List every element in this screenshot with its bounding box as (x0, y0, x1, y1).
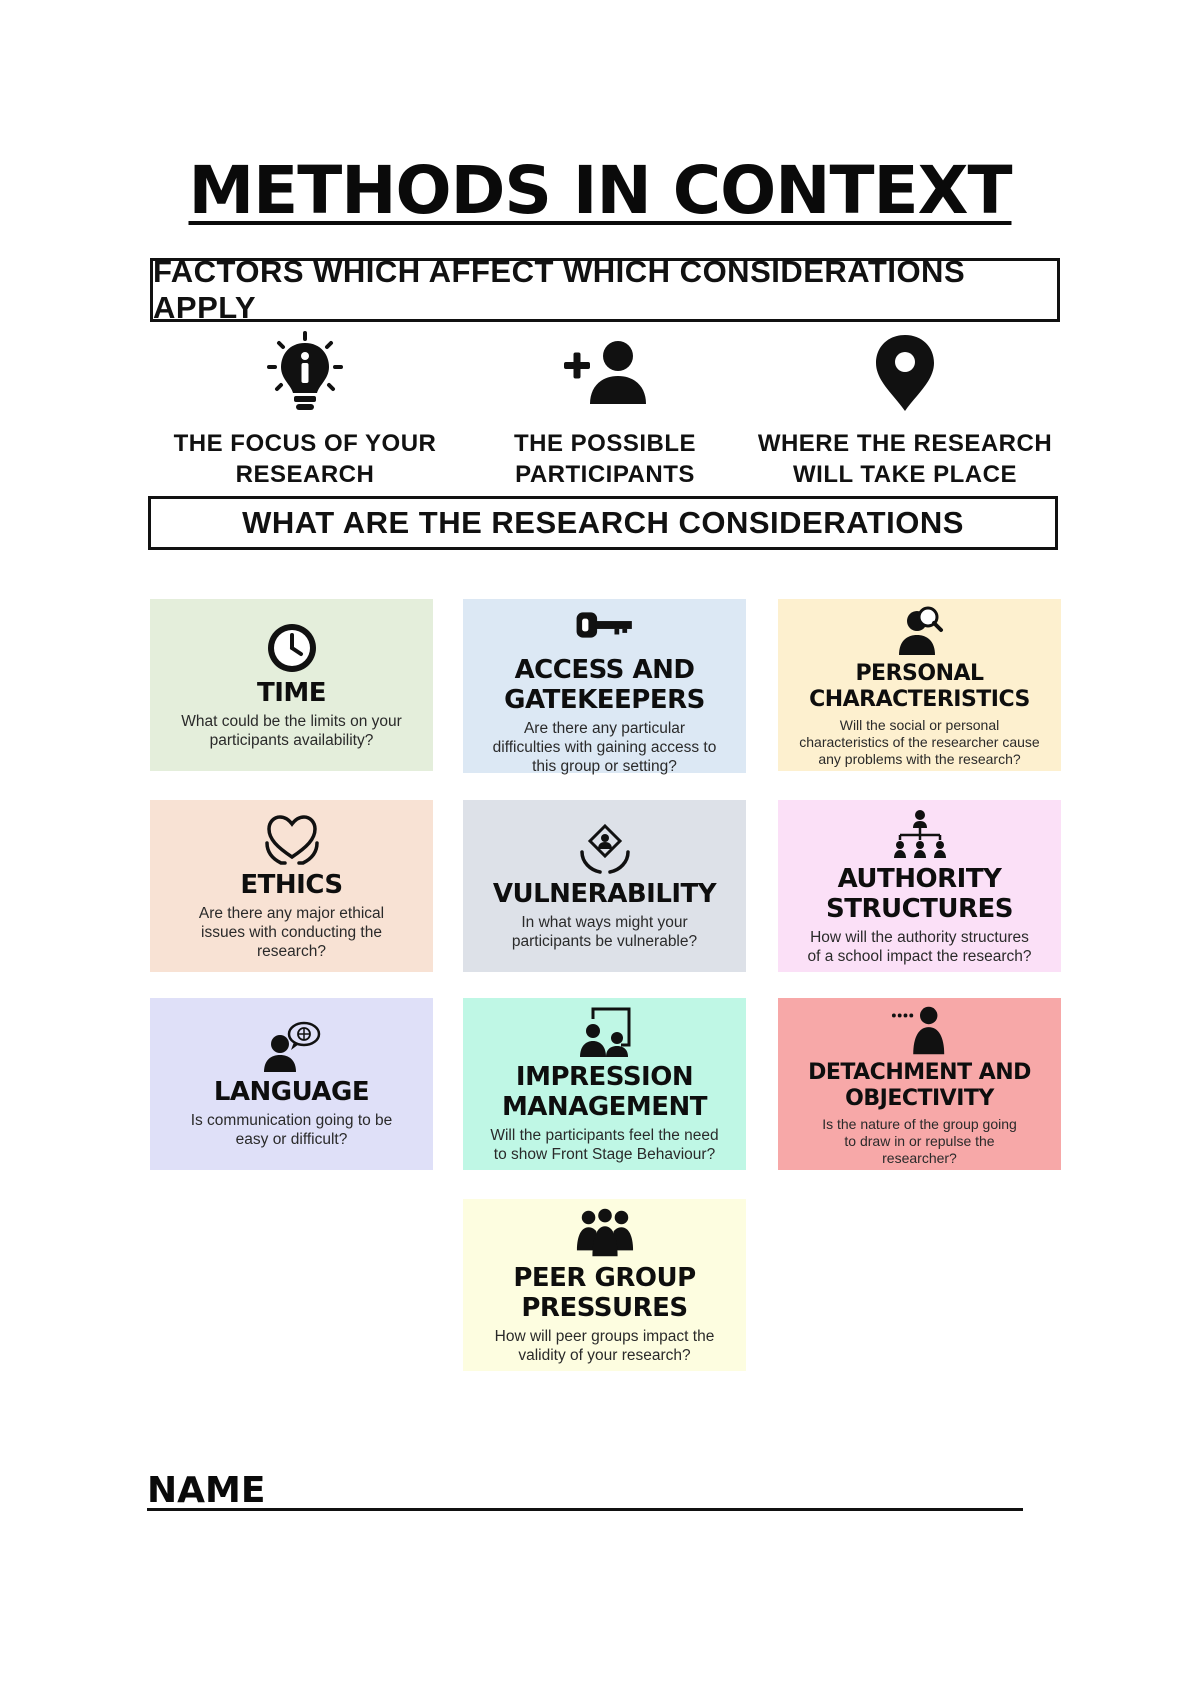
card-description: Is the nature of the group going to draw… (822, 1115, 1017, 1166)
card-title: AUTHORITY STRUCTURES (825, 864, 1014, 924)
card-title: TIME (256, 678, 327, 708)
card-description: What could be the limits on your partici… (181, 713, 402, 749)
card-description: How will peer groups impact the validity… (494, 1328, 715, 1364)
group-icon (575, 1205, 635, 1261)
card-description: Are there any major ethical issues with … (198, 904, 385, 960)
card-description: Are there any particular difficulties wi… (492, 719, 717, 775)
considerations-heading: WHAT ARE THE RESEARCH CONSIDERATIONS (148, 496, 1058, 550)
factor-label: THE FOCUS OF YOUR RESEARCH (173, 430, 437, 488)
card-description: Is communication going to be easy or dif… (190, 1112, 393, 1148)
card-time: TIME What could be the limits on your pa… (150, 599, 433, 771)
card-title: IMPRESSION MANAGEMENT (501, 1062, 708, 1122)
protected-person-icon (575, 821, 635, 877)
lightbulb-info-icon (260, 328, 350, 418)
card-description: In what ways might your participants be … (511, 914, 698, 950)
clock-icon (262, 620, 322, 676)
card-title: ACCESS AND GATEKEEPERS (504, 654, 705, 715)
observer-icon (890, 1002, 950, 1058)
location-pin-icon (860, 328, 950, 418)
factor-label: WHERE THE RESEARCH WILL TAKE PLACE (757, 430, 1053, 488)
key-icon (575, 597, 635, 653)
page-title: METHODS IN CONTEXT (188, 152, 1013, 229)
name-label: NAME (147, 1470, 266, 1511)
name-input-line[interactable] (147, 1508, 1023, 1511)
card-title: DETACHMENT AND OBJECTIVITY (808, 1059, 1031, 1111)
card-authority-structures: AUTHORITY STRUCTURES How will the author… (778, 800, 1061, 972)
card-description: How will the authority structures of a s… (807, 929, 1032, 965)
card-title: LANGUAGE (213, 1077, 370, 1107)
card-personal-characteristics: PERSONAL CHARACTERISTICS Will the social… (778, 599, 1061, 771)
card-access: ACCESS AND GATEKEEPERS Are there any par… (463, 597, 746, 775)
hierarchy-icon (890, 806, 950, 862)
card-impression-management: IMPRESSION MANAGEMENT Will the participa… (463, 998, 746, 1170)
card-title: VULNERABILITY (492, 879, 717, 909)
card-title: ETHICS (240, 869, 343, 900)
factor-label: THE POSSIBLE PARTICIPANTS (513, 430, 697, 488)
card-peer-group-pressures: PEER GROUP PRESSURES How will peer group… (463, 1199, 746, 1371)
person-search-icon (890, 603, 950, 659)
card-title: PEER GROUP PRESSURES (513, 1263, 696, 1323)
card-description: Will the social or personal characterist… (799, 716, 1040, 767)
card-description: Will the participants feel the need to s… (490, 1127, 719, 1163)
card-vulnerability: VULNERABILITY In what ways might your pa… (463, 800, 746, 972)
card-ethics: ETHICS Are there any major ethical issue… (150, 800, 433, 972)
card-title: PERSONAL CHARACTERISTICS (809, 660, 1030, 712)
card-detachment-objectivity: DETACHMENT AND OBJECTIVITY Is the nature… (778, 998, 1061, 1170)
factor-focus: THE FOCUS OF YOUR RESEARCH (155, 328, 455, 490)
factors-heading: FACTORS WHICH AFFECT WHICH CONSIDERATION… (150, 254, 1060, 325)
heart-hands-icon (262, 812, 322, 868)
card-language: LANGUAGE Is communication going to be ea… (150, 998, 433, 1170)
presenter-icon (575, 1004, 635, 1060)
factor-location: WHERE THE RESEARCH WILL TAKE PLACE (755, 328, 1055, 490)
speaking-person-icon (262, 1019, 322, 1075)
factor-participants: THE POSSIBLE PARTICIPANTS (455, 328, 755, 490)
add-person-icon (560, 328, 650, 418)
